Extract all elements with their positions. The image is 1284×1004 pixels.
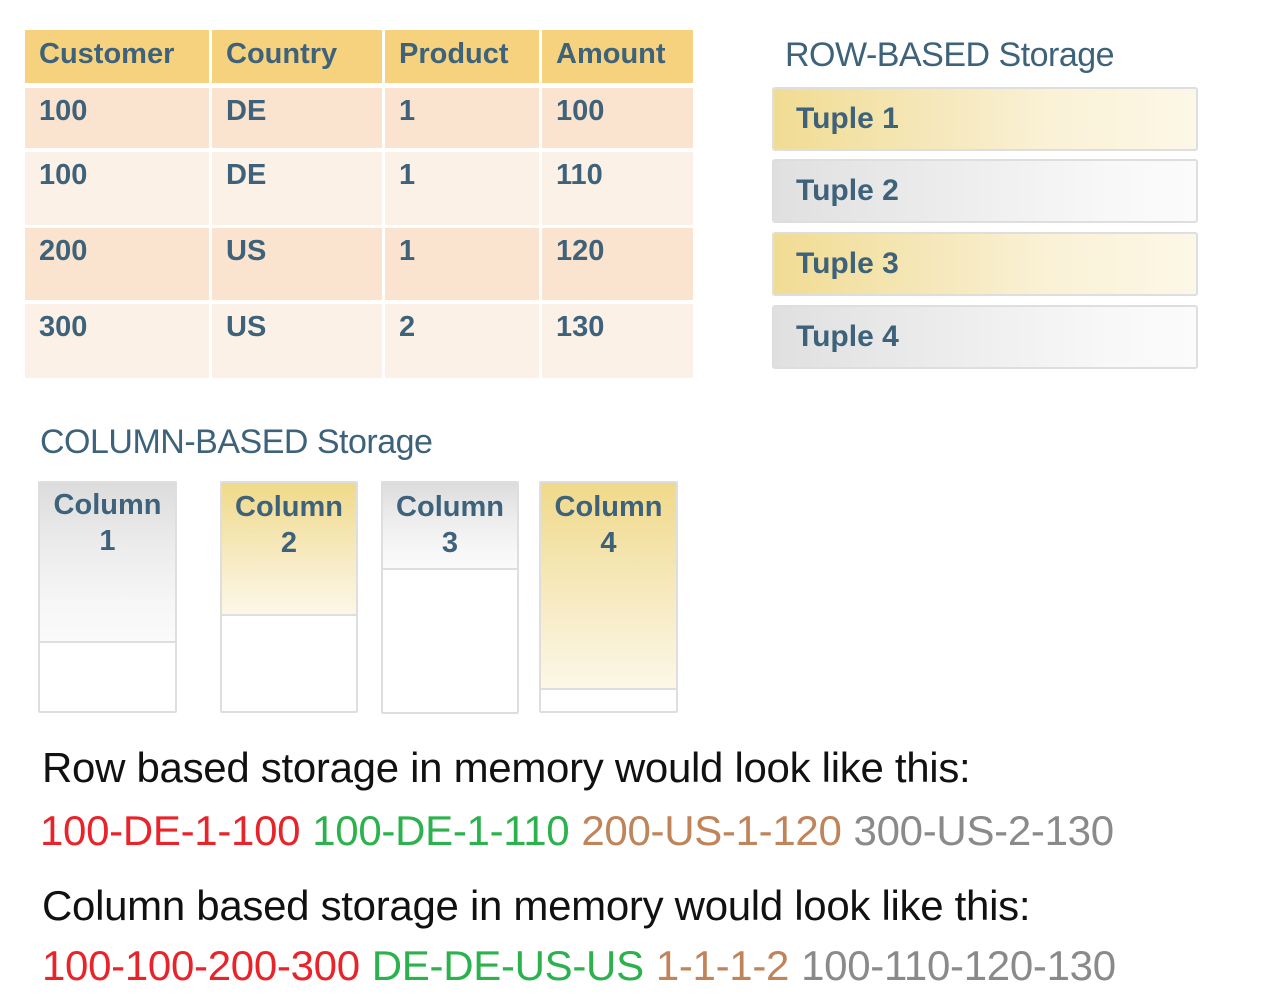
table-cell: 120	[542, 228, 693, 300]
row-memory-segment-3: 200-US-1-120	[581, 807, 842, 854]
table-cell: 100	[542, 88, 693, 148]
column-memory-segment-2: DE-DE-US-US	[371, 942, 644, 989]
tuple-1: Tuple 1	[772, 87, 1198, 151]
tuple-label: Tuple 4	[796, 320, 899, 353]
tuple-label: Tuple 1	[796, 102, 899, 135]
table-cell: 300	[25, 304, 209, 378]
row-memory-segment-2: 100-DE-1-110	[312, 807, 570, 854]
table-header-customer: Customer	[25, 30, 209, 83]
column-fill	[222, 483, 356, 616]
column-label-line2: 1	[99, 525, 116, 557]
column-label-line1: Column	[235, 491, 343, 523]
column-storage-title: COLUMN-BASED Storage	[40, 423, 433, 461]
column-label-line1: Column	[554, 491, 663, 523]
table-header-country: Country	[212, 30, 382, 83]
table-cell: DE	[212, 88, 382, 148]
table-header-amount: Amount	[542, 30, 693, 83]
table-cell: 100	[25, 88, 209, 148]
tuple-3: Tuple 3	[772, 232, 1198, 296]
column-label-line1: Column	[396, 491, 504, 523]
column-label-line2: 4	[600, 527, 617, 559]
tuple-label: Tuple 2	[796, 174, 899, 207]
column-label: Column 4	[541, 489, 676, 561]
column-fill	[40, 483, 175, 643]
row-memory-segment-4: 300-US-2-130	[853, 807, 1115, 854]
table-cell: DE	[212, 152, 382, 225]
column-label: Column 1	[40, 487, 175, 559]
table-cell: 100	[25, 152, 209, 225]
column-fill	[383, 483, 517, 570]
table-cell: 1	[385, 228, 539, 300]
table-cell: US	[212, 228, 382, 300]
column-label-line2: 3	[441, 527, 459, 559]
column-fill	[541, 483, 676, 690]
column-4: Column 4	[539, 481, 678, 713]
column-memory-segment-3: 1-1-1-2	[655, 942, 790, 989]
table-cell: US	[212, 304, 382, 378]
table-header-product: Product	[385, 30, 539, 83]
column-2: Column 2	[220, 481, 358, 713]
column-label: Column 2	[222, 489, 356, 561]
table-cell: 110	[542, 152, 693, 225]
table-cell: 200	[25, 228, 209, 300]
column-memory-caption: Column based storage in memory would loo…	[42, 882, 1031, 929]
table-cell: 2	[385, 304, 539, 378]
tuple-4: Tuple 4	[772, 305, 1198, 369]
tuple-label: Tuple 3	[796, 247, 899, 280]
column-memory-segment-1: 100-100-200-300	[42, 942, 360, 989]
column-3: Column 3	[381, 481, 519, 714]
table-cell: 1	[385, 88, 539, 148]
row-memory-segment-1: 100-DE-1-100	[40, 807, 301, 854]
column-label-line2: 2	[280, 527, 298, 559]
column-label-line1: Column	[53, 489, 162, 521]
table-cell: 130	[542, 304, 693, 378]
table-cell: 1	[385, 152, 539, 225]
column-1: Column 1	[38, 481, 177, 713]
row-memory-caption: Row based storage in memory would look l…	[42, 744, 971, 791]
column-label: Column 3	[383, 489, 517, 561]
column-memory-segment-4: 100-110-120-130	[801, 942, 1116, 989]
tuple-2: Tuple 2	[772, 159, 1198, 223]
row-storage-title: ROW-BASED Storage	[785, 36, 1115, 74]
